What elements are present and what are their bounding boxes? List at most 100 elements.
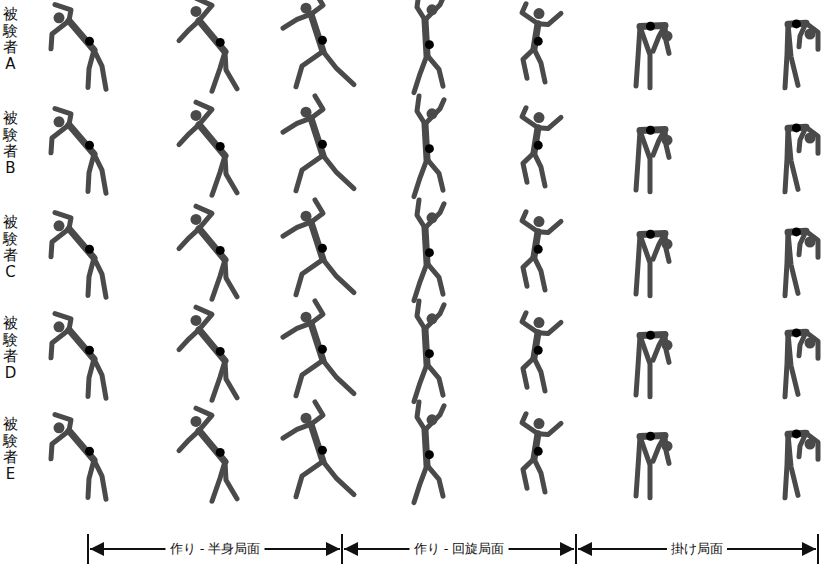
head — [191, 214, 202, 225]
head — [662, 441, 673, 452]
limb — [179, 229, 199, 249]
head — [54, 220, 65, 231]
limb — [534, 459, 545, 492]
limb — [640, 27, 650, 88]
limb — [425, 329, 427, 364]
stick-figure — [179, 102, 237, 195]
center-of-mass-dot — [318, 140, 327, 149]
limb — [51, 229, 69, 257]
phase-label: 掛け局面 — [667, 540, 727, 558]
limb — [417, 96, 425, 124]
subject-label: 被験者B — [3, 110, 18, 176]
stick-figure — [51, 109, 106, 194]
limb — [534, 257, 545, 290]
stick-figure — [414, 200, 444, 301]
limb — [640, 336, 650, 397]
limb — [283, 222, 311, 236]
center-of-mass-dot — [425, 40, 434, 49]
head — [534, 216, 545, 227]
head — [301, 107, 312, 118]
limb — [417, 301, 425, 329]
center-of-mass-dot — [85, 447, 94, 456]
center-of-mass-dot — [318, 244, 327, 253]
limb — [640, 437, 650, 498]
limb — [94, 154, 106, 193]
limb — [425, 124, 427, 159]
center-of-mass-dot — [534, 141, 543, 150]
head — [54, 321, 65, 332]
stick-figure — [283, 402, 354, 497]
head — [534, 8, 545, 19]
center-of-mass-dot — [85, 37, 94, 46]
limb — [636, 437, 640, 496]
limb — [296, 155, 323, 190]
limb — [225, 462, 237, 499]
limb — [523, 358, 534, 387]
limb — [523, 153, 534, 182]
subject-label: 被験者A — [3, 6, 18, 72]
limb — [640, 131, 650, 192]
stick-figure — [283, 301, 354, 396]
limb — [417, 402, 425, 430]
limb — [283, 424, 311, 438]
limb — [199, 431, 225, 462]
center-of-mass-dot — [534, 245, 543, 254]
limb — [94, 50, 106, 89]
center-of-mass-dot — [318, 36, 327, 45]
stick-figure — [414, 301, 444, 402]
head — [805, 29, 816, 40]
stick-figure — [179, 307, 237, 400]
stick-figure — [179, 206, 237, 299]
limb — [225, 260, 237, 297]
head — [662, 31, 673, 42]
limb — [414, 55, 427, 92]
limb — [788, 232, 798, 293]
limb — [523, 257, 534, 286]
limb — [323, 155, 354, 188]
center-of-mass-dot — [646, 331, 655, 340]
limb — [323, 360, 354, 393]
limb — [311, 301, 323, 323]
center-of-mass-dot — [646, 126, 655, 135]
center-of-mass-dot — [216, 347, 225, 356]
limb — [425, 204, 444, 228]
head — [805, 133, 816, 144]
phase-label: 作り - 回旋局面 — [410, 540, 509, 558]
limb — [311, 222, 323, 259]
limb — [296, 259, 323, 294]
center-of-mass-dot — [792, 429, 801, 438]
limb — [311, 118, 323, 155]
head — [427, 212, 438, 223]
head — [191, 6, 202, 17]
center-of-mass-dot — [216, 448, 225, 457]
limb — [414, 465, 427, 502]
limb — [283, 323, 311, 337]
limb — [311, 323, 323, 360]
stick-figure — [51, 415, 106, 500]
head — [301, 3, 312, 14]
stick-figure — [414, 402, 444, 503]
stick-figure — [179, 408, 237, 501]
limb — [199, 330, 225, 361]
limb — [425, 0, 444, 20]
limb — [323, 259, 354, 292]
head — [662, 340, 673, 351]
limb — [225, 156, 237, 193]
bracket-tick — [575, 534, 577, 564]
limb — [88, 258, 94, 295]
subject-label: 被験者D — [3, 315, 18, 381]
stick-figure — [636, 432, 673, 498]
limb — [425, 20, 427, 55]
head — [662, 239, 673, 250]
center-of-mass-dot — [792, 227, 801, 236]
head — [191, 416, 202, 427]
limb — [296, 51, 323, 86]
stick-figure — [785, 19, 818, 87]
limb — [523, 49, 534, 78]
limb — [199, 21, 225, 52]
center-of-mass-dot — [534, 447, 543, 456]
center-of-mass-dot — [534, 346, 543, 355]
limb — [427, 465, 443, 496]
center-of-mass-dot — [318, 345, 327, 354]
limb — [225, 361, 237, 398]
